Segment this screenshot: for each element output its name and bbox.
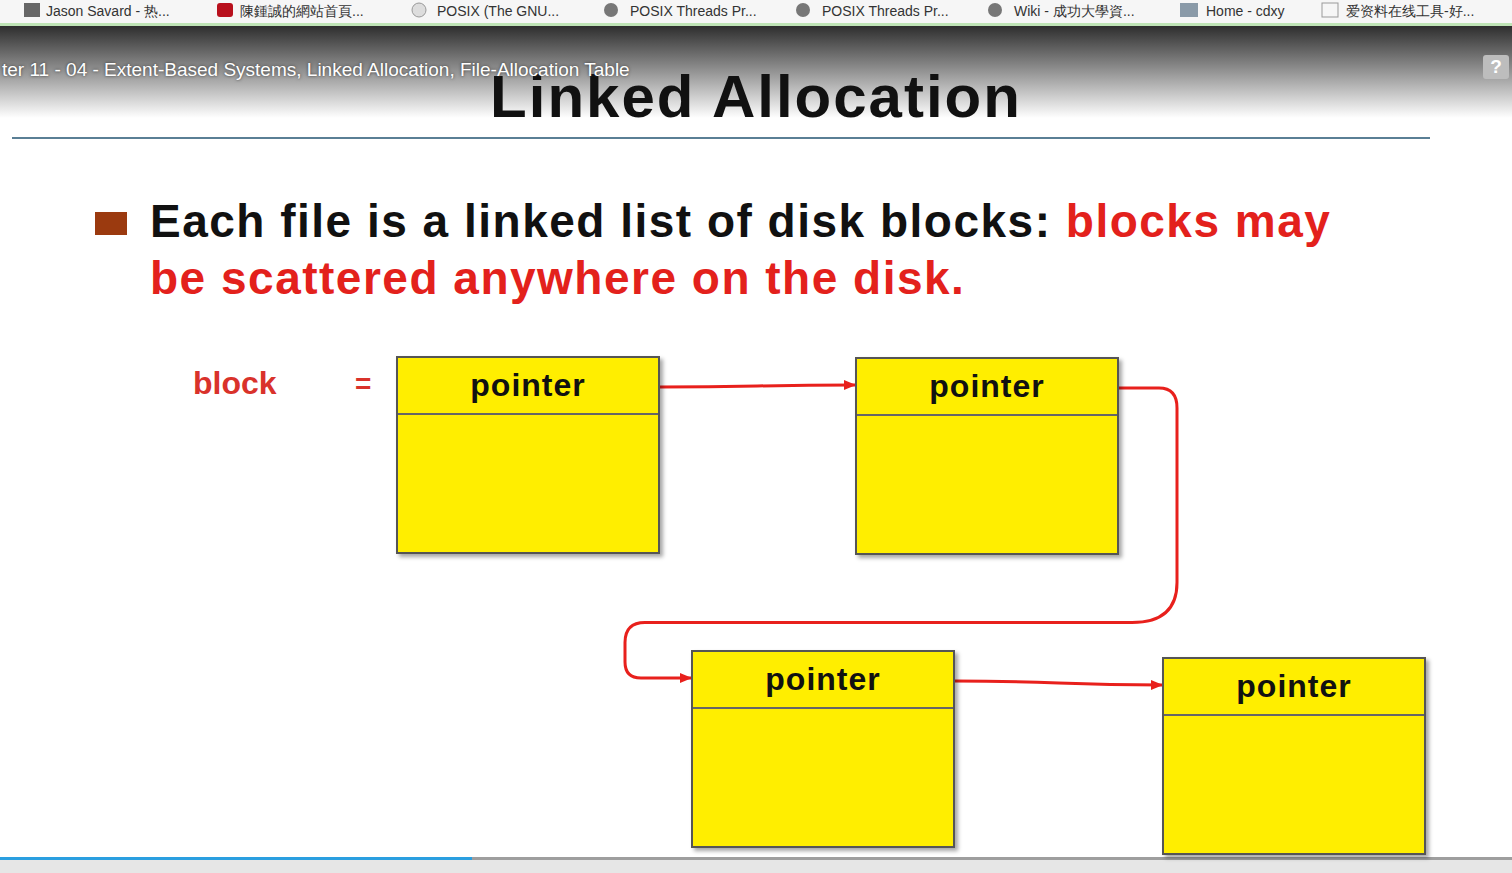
progress-bar <box>0 857 472 860</box>
disk-block: pointer <box>855 357 1119 555</box>
help-button <box>1483 55 1509 79</box>
disk-block: pointer <box>691 650 955 848</box>
diagram-caption-label: block <box>193 365 277 402</box>
bookmark-label: 陳鍾誠的網站首頁... <box>240 3 364 19</box>
field-text: pointer <box>929 368 1044 405</box>
bookmark-icon <box>412 3 426 17</box>
bookmark-icon <box>1180 3 1198 17</box>
bookmark-label: Jason Savard - 热... <box>46 3 170 19</box>
pointer-arrow <box>955 681 1162 685</box>
disk-block: pointer <box>1162 657 1426 855</box>
bullet-text: Each file is a linked list of disk block… <box>150 195 1052 247</box>
bookmark-label: POSIX (The GNU... <box>437 3 559 19</box>
bookmark-bar-edge <box>0 23 1512 26</box>
pointer-field: pointer <box>1164 659 1424 716</box>
bookmark-label: Wiki - 成功大學資... <box>1014 3 1135 19</box>
title-rule <box>12 137 1430 139</box>
bookmark-icon <box>24 3 40 17</box>
pointer-arrow <box>660 385 855 387</box>
pointer-field: pointer <box>693 652 953 709</box>
bookmark-label: 爱资料在线工具-好... <box>1346 3 1474 19</box>
bookmark-icon <box>604 3 618 17</box>
disk-block: pointer <box>396 356 660 554</box>
bookmark-label: POSIX Threads Pr... <box>630 3 757 19</box>
bookmark-bar <box>0 0 1512 24</box>
field-text: pointer <box>470 367 585 404</box>
bullet-square <box>95 212 127 235</box>
bookmark-icon <box>217 3 233 17</box>
bookmark-label: Home - cdxy <box>1206 3 1285 19</box>
progress-track <box>0 857 1512 860</box>
field-text: pointer <box>765 661 880 698</box>
bookmark-icon <box>796 3 810 17</box>
pointer-field: pointer <box>398 358 658 415</box>
bookmark-icon <box>988 3 1002 17</box>
help-icon-text: ? <box>1483 56 1509 78</box>
bookmark-label: POSIX Threads Pr... <box>822 3 949 19</box>
pointer-field: pointer <box>857 359 1117 416</box>
bookmark-icon <box>1322 3 1338 17</box>
field-text: pointer <box>1236 668 1351 705</box>
video-control-strip <box>0 857 1512 873</box>
video-title: ter 11 - 04 - Extent-Based Systems, Link… <box>2 59 630 81</box>
bullet-paragraph: Each file is a linked list of disk block… <box>150 193 1390 307</box>
equals-sign: = <box>355 368 371 400</box>
